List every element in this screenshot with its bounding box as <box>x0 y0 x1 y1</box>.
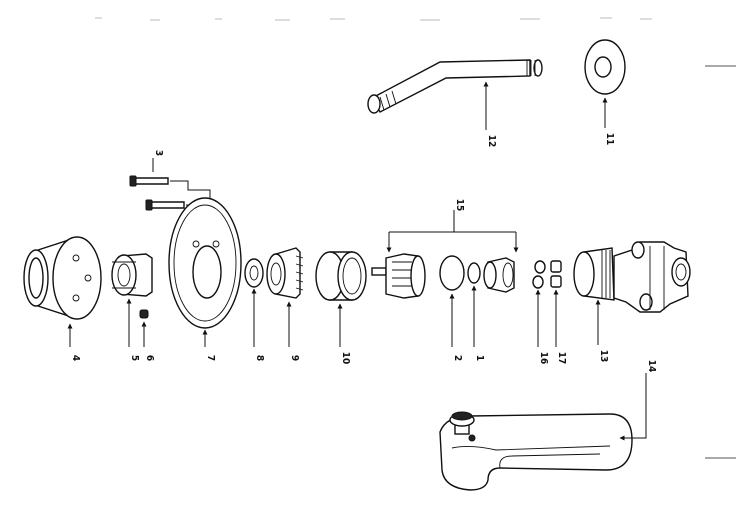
label-part-10: 10 <box>340 352 351 365</box>
part-11-flange <box>584 39 626 128</box>
part-15-bracket <box>386 210 519 253</box>
label-part-17: 17 <box>556 352 567 365</box>
part-1-o-ring <box>467 262 481 347</box>
part-7-escutcheon <box>168 197 242 347</box>
label-part-7: 7 <box>205 355 216 361</box>
part-16-seat <box>532 260 546 347</box>
part-4-handle <box>23 236 102 347</box>
part-12-shower-arm <box>367 59 543 130</box>
label-part-2: 2 <box>452 355 463 361</box>
part-10-sleeve <box>315 251 367 347</box>
part-5-stem-adapter <box>111 253 153 347</box>
cartridge-seat <box>483 257 515 293</box>
label-part-11: 11 <box>604 133 615 146</box>
scan-marks <box>95 17 736 459</box>
part-8-washer <box>244 258 264 347</box>
cartridge <box>371 253 426 299</box>
label-part-4: 4 <box>70 355 81 361</box>
part-2-o-ring <box>439 255 465 347</box>
label-part-8: 8 <box>254 355 265 361</box>
label-part-15: 15 <box>454 199 465 212</box>
label-part-3: 3 <box>153 150 164 156</box>
part-14-tub-spout <box>439 373 647 491</box>
part-labels: 12 11 3 15 4 5 6 7 8 9 10 2 1 16 17 13 1… <box>70 133 657 373</box>
label-part-6: 6 <box>144 355 155 361</box>
part-6-set-screw <box>139 309 149 347</box>
part-3-screws <box>129 158 211 244</box>
label-part-16: 16 <box>538 352 549 365</box>
label-part-14: 14 <box>646 360 657 373</box>
label-part-12: 12 <box>486 135 497 148</box>
label-part-1: 1 <box>474 355 485 361</box>
part-17-spring <box>550 260 562 347</box>
label-part-9: 9 <box>289 355 300 361</box>
part-13-valve-body <box>573 241 691 345</box>
part-9-bonnet-nut <box>266 247 304 347</box>
label-part-5: 5 <box>129 355 140 361</box>
label-part-13: 13 <box>598 350 609 363</box>
